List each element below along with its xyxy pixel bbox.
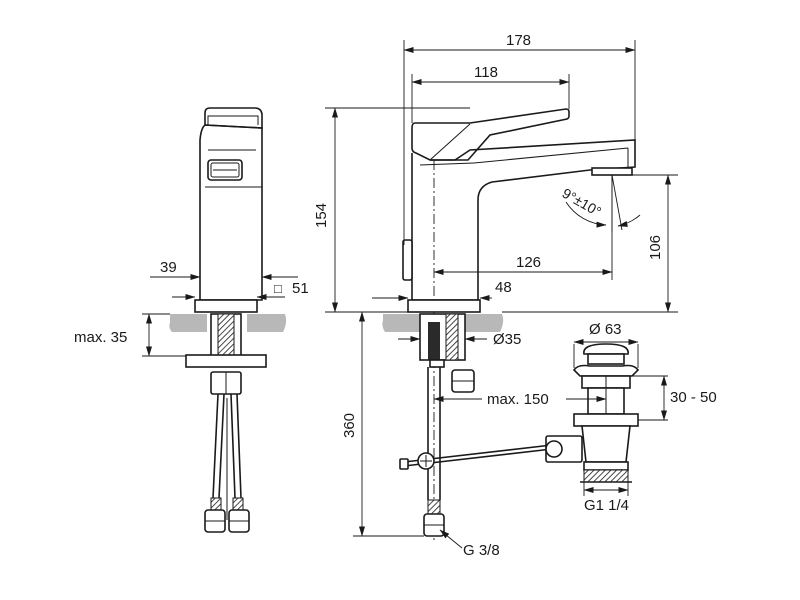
dim-d35-label: Ø35 [493,331,521,348]
dim-max35-label: max. 35 [74,329,127,346]
dim-106-label: 106 [647,235,664,260]
dim-118-label: 118 [474,64,498,81]
side-view-dimensions: 178 118 154 106 126 48 9°±10° Ø35 [313,32,717,559]
dim-51-label: 51 [292,280,309,297]
dim-g38-label: G 3/8 [463,542,500,559]
side-view [382,108,636,540]
dim-126-label: 126 [516,254,541,271]
dim-angle-label: 9°±10° [560,185,605,220]
front-view-dimensions: 39 □ 51 max. 35 [74,200,309,357]
square-symbol: □ [274,281,282,296]
dim-178-label: 178 [506,32,531,49]
dim-max150-label: max. 150 [487,391,549,408]
dim-d63-label: Ø 63 [589,321,622,338]
dim-3050-label: 30 - 50 [670,389,717,406]
countertop-section-left [169,314,207,332]
dim-154-label: 154 [313,203,330,228]
drain-assembly [545,343,640,483]
countertop-section-right [382,314,420,332]
front-view [169,107,287,533]
dim-360-label: 360 [341,413,358,438]
dim-48-label: 48 [495,279,512,296]
dim-g114-label: G1 1/4 [584,497,629,514]
dim-39-label: 39 [160,259,177,276]
